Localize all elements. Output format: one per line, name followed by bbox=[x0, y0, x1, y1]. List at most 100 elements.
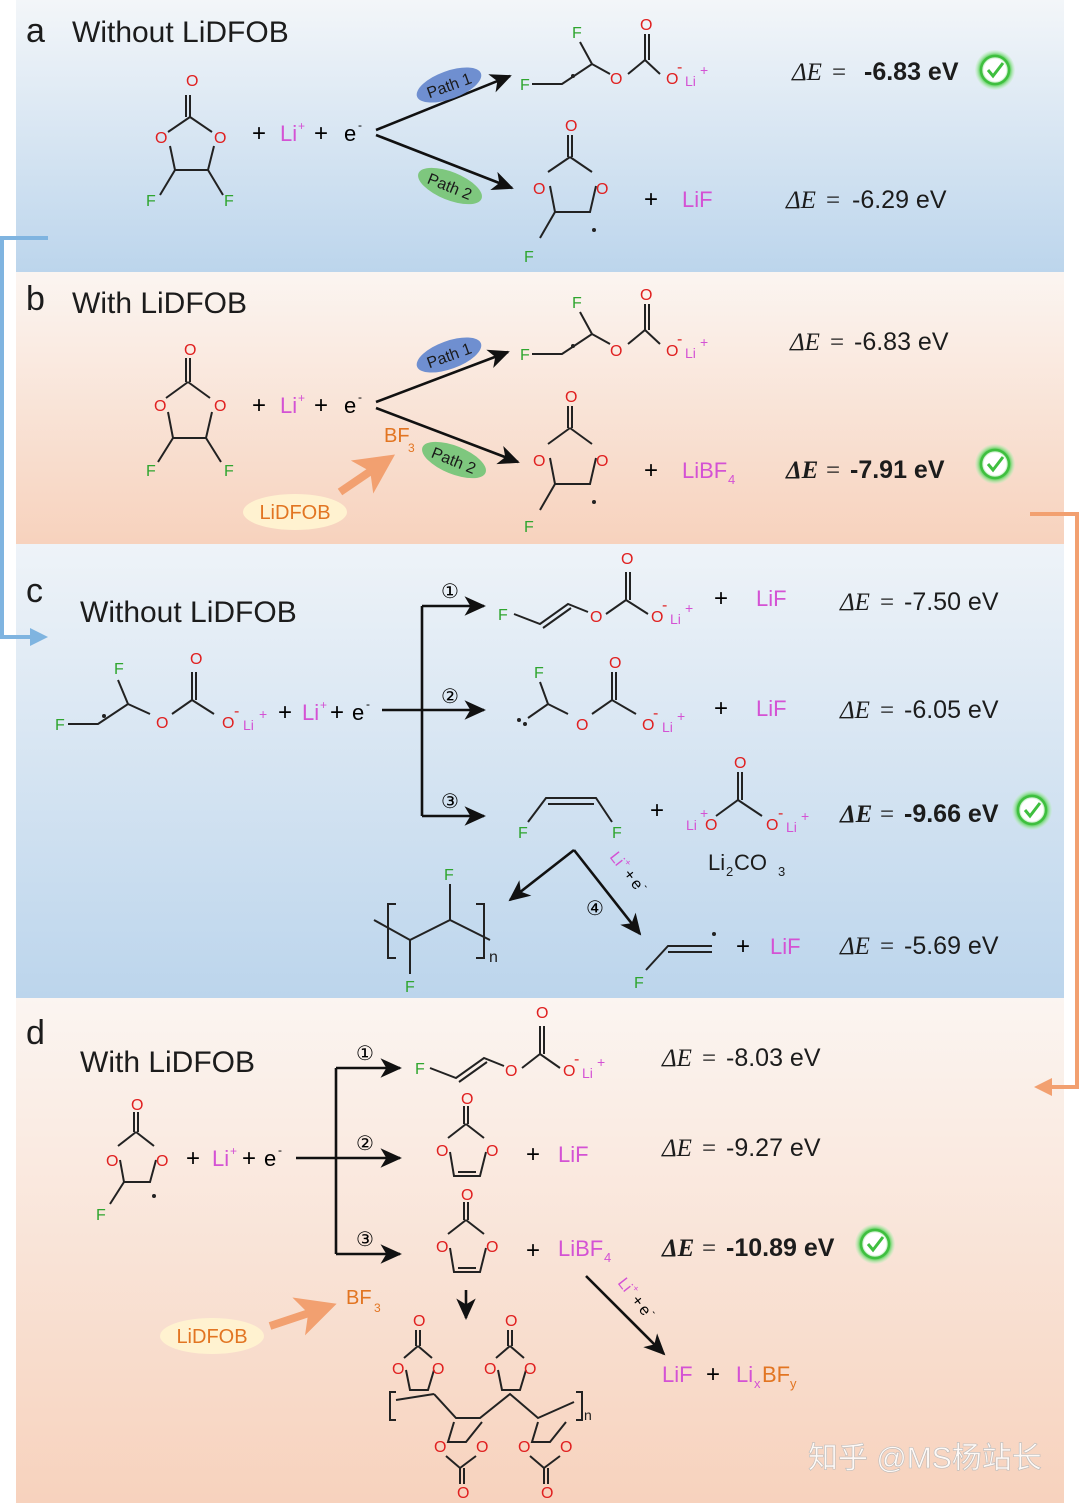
atom-f: F bbox=[96, 1207, 106, 1224]
step4-arrow-c bbox=[572, 849, 642, 936]
atom-o: O bbox=[576, 717, 588, 734]
equals: = bbox=[880, 589, 894, 616]
lixbfy-product: BF bbox=[762, 1362, 790, 1387]
step-1: ① bbox=[356, 1043, 374, 1065]
blue-connector bbox=[0, 236, 48, 639]
li-ion: Li bbox=[212, 1146, 229, 1171]
atom-o: O bbox=[131, 1097, 143, 1114]
energy-d1: -8.03 eV bbox=[726, 1044, 821, 1072]
li2co3-sub: 2 bbox=[726, 864, 733, 879]
atom-li: Li bbox=[685, 73, 696, 89]
delta-e: ΔE bbox=[661, 1235, 694, 1262]
panel-d-title: With LiDFOB bbox=[80, 1046, 255, 1079]
electron-charge: - bbox=[640, 882, 651, 891]
li-charge: + bbox=[298, 119, 305, 133]
atom-o: O bbox=[484, 1361, 496, 1378]
panel-a-title: Without LiDFOB bbox=[72, 16, 289, 49]
plus: + bbox=[706, 1361, 720, 1388]
step-1: ① bbox=[441, 581, 459, 603]
atom-o: O bbox=[533, 181, 545, 198]
atom-li: Li bbox=[582, 1065, 593, 1081]
atom-f: F bbox=[415, 1061, 425, 1078]
pvdf-polymer-c: F F n bbox=[373, 867, 498, 996]
atom-o: O bbox=[541, 1485, 553, 1502]
atom-o: O bbox=[536, 1005, 548, 1022]
fec-reactant-b: O O O F F bbox=[146, 342, 234, 480]
delta-e: ΔE bbox=[661, 1045, 692, 1072]
li-ion: Li bbox=[280, 121, 297, 146]
panel-c-title: Without LiDFOB bbox=[80, 596, 297, 629]
plus: + bbox=[314, 120, 328, 147]
lidfob-label: LiDFOB bbox=[259, 502, 330, 524]
li-charge: + bbox=[629, 1283, 641, 1295]
lidfob-arrow-b bbox=[337, 454, 396, 496]
atom-o: O bbox=[436, 1239, 448, 1256]
atom-f: F bbox=[524, 519, 534, 536]
charge: + bbox=[700, 334, 708, 350]
atom-f: F bbox=[634, 975, 644, 992]
electron-charge: - bbox=[648, 1308, 659, 1317]
lidfob-arrow-d bbox=[268, 1297, 337, 1336]
charge: + bbox=[597, 1054, 605, 1070]
atom-o: O bbox=[155, 130, 167, 147]
atom-o: O bbox=[563, 1063, 575, 1080]
atom-li: Li bbox=[670, 611, 681, 627]
atom-o: O bbox=[596, 181, 608, 198]
atom-o: O bbox=[432, 1361, 444, 1378]
charge: + bbox=[801, 808, 809, 824]
energy-b-path1: -6.83 eV bbox=[854, 328, 949, 356]
check-icon bbox=[975, 50, 1015, 90]
plus: + bbox=[330, 699, 344, 726]
libf4-reduction-arrow bbox=[585, 1275, 666, 1356]
atom-o: O bbox=[596, 453, 608, 470]
equals: = bbox=[832, 59, 846, 86]
check-icon bbox=[1012, 790, 1052, 830]
atom-o: O bbox=[666, 71, 678, 88]
lif-product: LiF bbox=[682, 187, 713, 212]
equals: = bbox=[826, 187, 840, 214]
panel-b-bg bbox=[16, 272, 1064, 544]
delta-e: ΔE bbox=[839, 933, 870, 960]
plus: + bbox=[650, 797, 664, 824]
atom-o: O bbox=[476, 1439, 488, 1456]
atom-o: O bbox=[640, 17, 652, 34]
atom-o: O bbox=[705, 817, 717, 834]
delta-e: ΔE bbox=[791, 59, 822, 86]
atom-f: F bbox=[405, 979, 415, 996]
atom-o: O bbox=[434, 1439, 446, 1456]
energy-c4: -5.69 eV bbox=[904, 932, 999, 960]
delta-e: ΔE bbox=[839, 697, 870, 724]
atom-o: O bbox=[610, 71, 622, 88]
atom-o: O bbox=[734, 755, 746, 772]
atom-o: O bbox=[505, 1063, 517, 1080]
lif-product: LiF bbox=[756, 696, 787, 721]
atom-f: F bbox=[518, 825, 528, 842]
carbene-carbonate-c2: F O O O - Li + bbox=[517, 655, 685, 735]
atom-o: O bbox=[154, 398, 166, 415]
libf4-subscript: 4 bbox=[604, 1250, 611, 1265]
atom-o: O bbox=[214, 398, 226, 415]
energy-c3: -9.66 eV bbox=[904, 800, 999, 828]
equals: = bbox=[702, 1045, 716, 1072]
li2co3-label: Li bbox=[708, 850, 725, 875]
atom-f: F bbox=[224, 193, 234, 210]
vinyl-carbonate-c1: F O O O - Li + bbox=[498, 551, 693, 629]
vinylene-carbonate-d3: O O O bbox=[436, 1187, 498, 1273]
equals: = bbox=[880, 801, 894, 828]
orange-connector bbox=[1030, 512, 1079, 1089]
atom-o: O bbox=[214, 130, 226, 147]
atom-f: F bbox=[572, 295, 582, 312]
plus: + bbox=[278, 699, 292, 726]
difluoroethylene-c3: F F bbox=[518, 797, 622, 842]
electron: e bbox=[344, 393, 356, 418]
atom-f: F bbox=[55, 717, 65, 734]
atom-o: O bbox=[461, 1187, 473, 1204]
panel-a-letter: a bbox=[26, 12, 45, 50]
atom-li: Li bbox=[786, 819, 797, 835]
plus: + bbox=[714, 695, 728, 722]
lixbfy-x: x bbox=[754, 1376, 761, 1391]
lif-product: LiF bbox=[756, 586, 787, 611]
atom-f: F bbox=[146, 193, 156, 210]
step-4: ④ bbox=[586, 898, 604, 920]
